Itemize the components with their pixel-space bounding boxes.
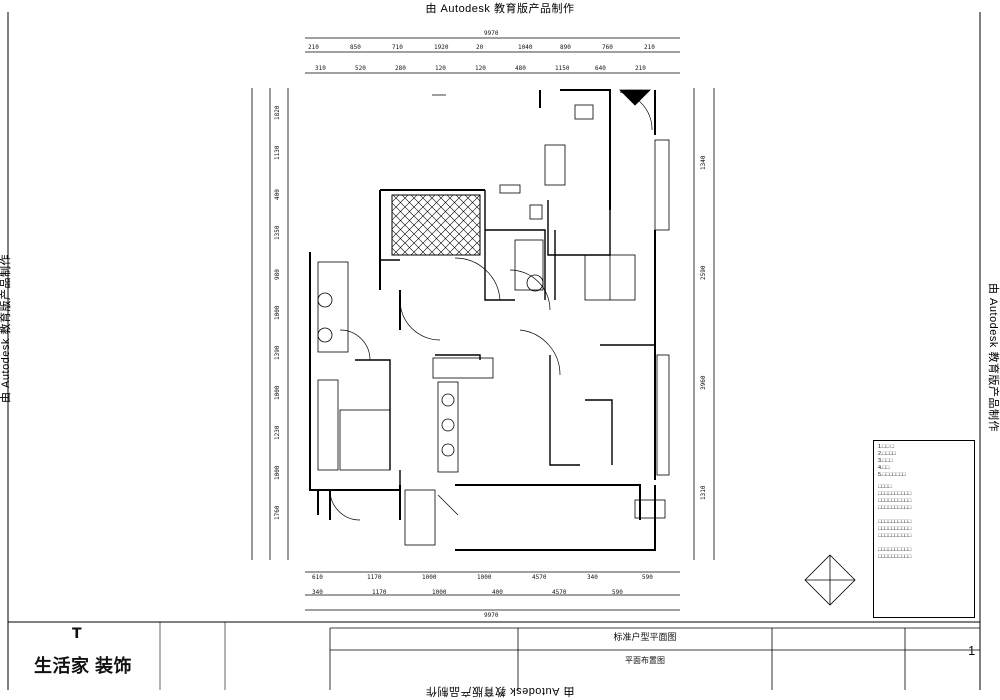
legend-note-3: □□□□□□□□□□ [878, 505, 912, 511]
dim-top-a-8: 210 [644, 44, 655, 51]
dim-right-2: 3960 [700, 375, 707, 390]
dim-top-a-7: 760 [602, 44, 613, 51]
legend-note-8 [878, 540, 970, 547]
dim-left-4: 980 [274, 269, 281, 280]
legend-line-4: 5.□□□□□□□ [878, 472, 906, 478]
dim-top-b-8: 210 [635, 65, 646, 72]
legend-note-9: □□□□□□□□□□ [878, 547, 912, 553]
dim-top-b-3: 120 [435, 65, 446, 72]
dim-top-a-4: 20 [476, 44, 484, 51]
watermark-top: 由 Autodesk 教育版产品制作 [425, 3, 575, 15]
dim-top-a-6: 890 [560, 44, 571, 51]
dim-bottom-a-6: 590 [642, 574, 653, 581]
legend-note-4 [878, 512, 970, 519]
dim-right-1: 2590 [700, 265, 707, 280]
dim-top-a-1: 850 [350, 44, 361, 51]
dim-top-a-5: 1040 [518, 44, 533, 51]
dim-bottom-b-5: 590 [612, 589, 623, 596]
dim-bottom-total: 9970 [484, 612, 499, 619]
legend-lines: 1.□□ □2.□□□□3.□□□4.□□5.□□□□□□□ [878, 444, 970, 479]
legend-note-5: □□□□□□□□□□ [878, 519, 912, 525]
dim-right-3: 1310 [700, 485, 707, 500]
dim-left-9: 1000 [274, 465, 281, 480]
legend-note-10: □□□□□□□□□□ [878, 554, 912, 560]
dim-top-a-3: 1920 [434, 44, 449, 51]
dim-left-6: 1390 [274, 345, 281, 360]
sheet-number: 1 [968, 643, 976, 658]
dim-left-2: 400 [274, 189, 281, 200]
brand-block: T 生活家 装饰 [30, 622, 150, 682]
legend-line-3: 4.□□ [878, 465, 890, 471]
dim-top-b-5: 480 [515, 65, 526, 72]
legend-note-7: □□□□□□□□□□ [878, 533, 912, 539]
legend-note-2: □□□□□□□□□□ [878, 498, 912, 504]
dim-left-0: 1820 [274, 105, 281, 120]
dim-top-b-2: 280 [395, 65, 406, 72]
dim-bottom-a-5: 340 [587, 574, 598, 581]
dim-left-10: 1760 [274, 505, 281, 520]
dim-bottom-a-2: 1000 [422, 574, 437, 581]
dim-bottom-a-4: 4570 [532, 574, 547, 581]
dim-bottom-a-1: 1170 [367, 574, 382, 581]
dim-top-b-6: 1150 [555, 65, 570, 72]
dim-left-3: 1350 [274, 225, 281, 240]
dim-top-a-0: 210 [308, 44, 319, 51]
legend-note-1: □□□□□□□□□□ [878, 491, 912, 497]
project-name: 标准户型平面图 [613, 632, 677, 642]
dim-top-b-1: 520 [355, 65, 366, 72]
dim-top-b-4: 120 [475, 65, 486, 72]
dim-bottom-b-0: 340 [312, 589, 323, 596]
dim-bottom-b-2: 1000 [432, 589, 447, 596]
dim-bottom-b-3: 400 [492, 589, 503, 596]
legend-box: 1.□□ □2.□□□□3.□□□4.□□5.□□□□□□□ □□□□□□□□□… [873, 440, 975, 618]
dim-left-5: 1000 [274, 305, 281, 320]
dim-left-8: 1230 [274, 425, 281, 440]
compass-icon [804, 554, 856, 606]
legend-line-0: 1.□□ □ [878, 444, 895, 450]
dim-left-7: 1000 [274, 385, 281, 400]
dim-top-a-2: 710 [392, 44, 403, 51]
dim-top-b-0: 310 [315, 65, 326, 72]
legend-note-6: □□□□□□□□□□ [878, 526, 912, 532]
brand-logo-icon: T [72, 626, 82, 642]
dim-top-b-7: 640 [595, 65, 606, 72]
legend-note-0: □□□□ [878, 484, 892, 490]
dim-bottom-a-3: 1000 [477, 574, 492, 581]
drawing-name: 平面布置图 [625, 656, 665, 665]
dim-right-0: 1340 [700, 155, 707, 170]
brand-name: 生活家 装饰 [34, 656, 133, 676]
legend-line-1: 2.□□□□ [878, 451, 896, 457]
legend-notes: □□□□□□□□□□□□□□□□□□□□□□□□□□□□□□□□□□ □□□□□… [878, 484, 970, 561]
dim-bottom-b-4: 4570 [552, 589, 567, 596]
dim-bottom-b-1: 1170 [372, 589, 387, 596]
dim-left-1: 1130 [274, 145, 281, 160]
dim-top-total: 9970 [484, 30, 499, 37]
legend-line-2: 3.□□□ [878, 458, 893, 464]
dim-bottom-a-0: 610 [312, 574, 323, 581]
